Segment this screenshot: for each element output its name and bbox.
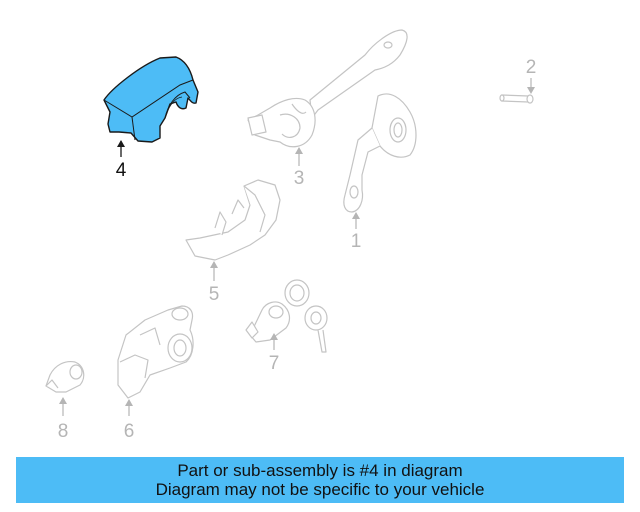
banner-part-reference: Part or sub-assembly is #4 in diagram — [177, 461, 463, 480]
callout-arrow-6 — [125, 399, 133, 416]
parts-diagram — [45, 29, 535, 416]
callout-8[interactable]: 8 — [57, 421, 69, 442]
callout-2[interactable]: 2 — [525, 57, 537, 78]
part-3-stalk-switch[interactable] — [247, 29, 408, 148]
part-5-lower-shroud[interactable] — [185, 179, 281, 261]
callout-arrow-3 — [295, 147, 303, 166]
part-1-clock-spring[interactable] — [343, 93, 417, 213]
callout-1[interactable]: 1 — [350, 231, 362, 252]
callout-arrow-8 — [59, 397, 67, 416]
callout-6[interactable]: 6 — [123, 421, 135, 442]
callout-arrow-4 — [117, 140, 125, 157]
part-2-bolt[interactable] — [499, 94, 534, 104]
callout-5[interactable]: 5 — [208, 284, 220, 305]
callout-arrow-1 — [352, 212, 360, 229]
callout-arrow-5 — [210, 261, 218, 281]
part-7-lock-cylinder[interactable] — [245, 279, 328, 353]
callout-arrow-2 — [527, 78, 535, 94]
callout-4-highlighted[interactable]: 4 — [115, 160, 127, 181]
callout-7[interactable]: 7 — [268, 353, 280, 374]
callout-arrow-7 — [270, 333, 278, 350]
part-4-shroud[interactable] — [103, 56, 199, 143]
part-8-sensor[interactable] — [45, 360, 85, 393]
info-banner: Part or sub-assembly is #4 in diagram Di… — [16, 457, 624, 503]
banner-disclaimer: Diagram may not be specific to your vehi… — [155, 480, 485, 499]
part-6-ignition-housing[interactable] — [117, 305, 194, 399]
callout-3[interactable]: 3 — [293, 168, 305, 189]
